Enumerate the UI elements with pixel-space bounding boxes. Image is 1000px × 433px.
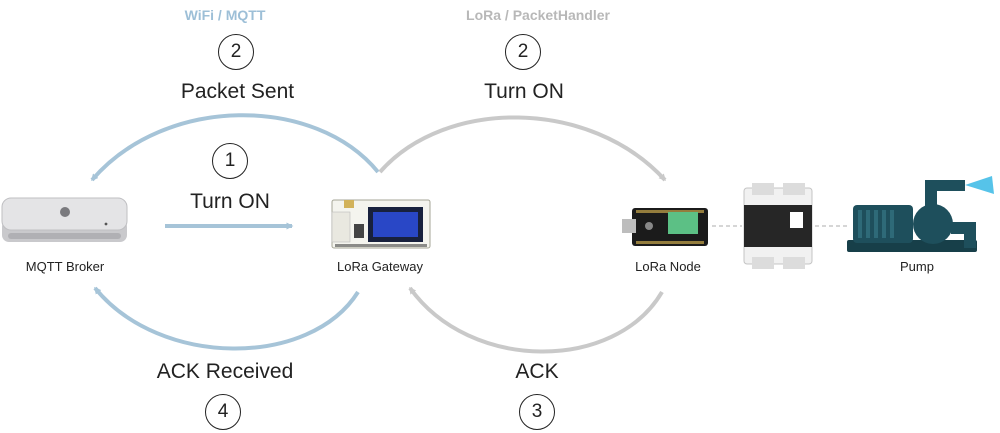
step-ack-label: ACK [515,360,559,383]
lora-gateway-label: LoRa Gateway [337,259,423,274]
step-2-mqtt-circle: 2 [218,34,254,70]
lora-board-icon [331,199,431,249]
pump-label: Pump [900,259,934,274]
lora-packethandler-header: LoRa / PacketHandler [466,7,610,23]
step-ack-received-label: ACK Received [156,360,294,383]
arrow-packet-sent [90,113,380,182]
step-turn-on-mqtt-label: Turn ON [190,190,270,213]
step-2-lora-circle: 2 [505,34,541,70]
step-turn-on-lora-label: Turn ON [484,80,564,103]
mqtt-broker-label: MQTT Broker [25,259,105,274]
water-pump-icon [847,176,994,252]
step-3-circle: 3 [519,394,555,430]
lora-node-label: LoRa Node [635,259,701,274]
wifi-mqtt-header: WiFi / MQTT [184,7,266,23]
arrow-ack [408,286,664,354]
step-4-circle: 4 [205,394,241,430]
step-1-circle: 1 [212,143,248,179]
mac-mini-icon [1,197,128,242]
solid-state-relay-icon [743,183,813,269]
cubecell-board-icon [622,208,708,246]
arrow-turn-on-lora [378,115,667,182]
step-packet-sent-label: Packet Sent [180,80,295,103]
arrow-ack-received [93,286,360,351]
